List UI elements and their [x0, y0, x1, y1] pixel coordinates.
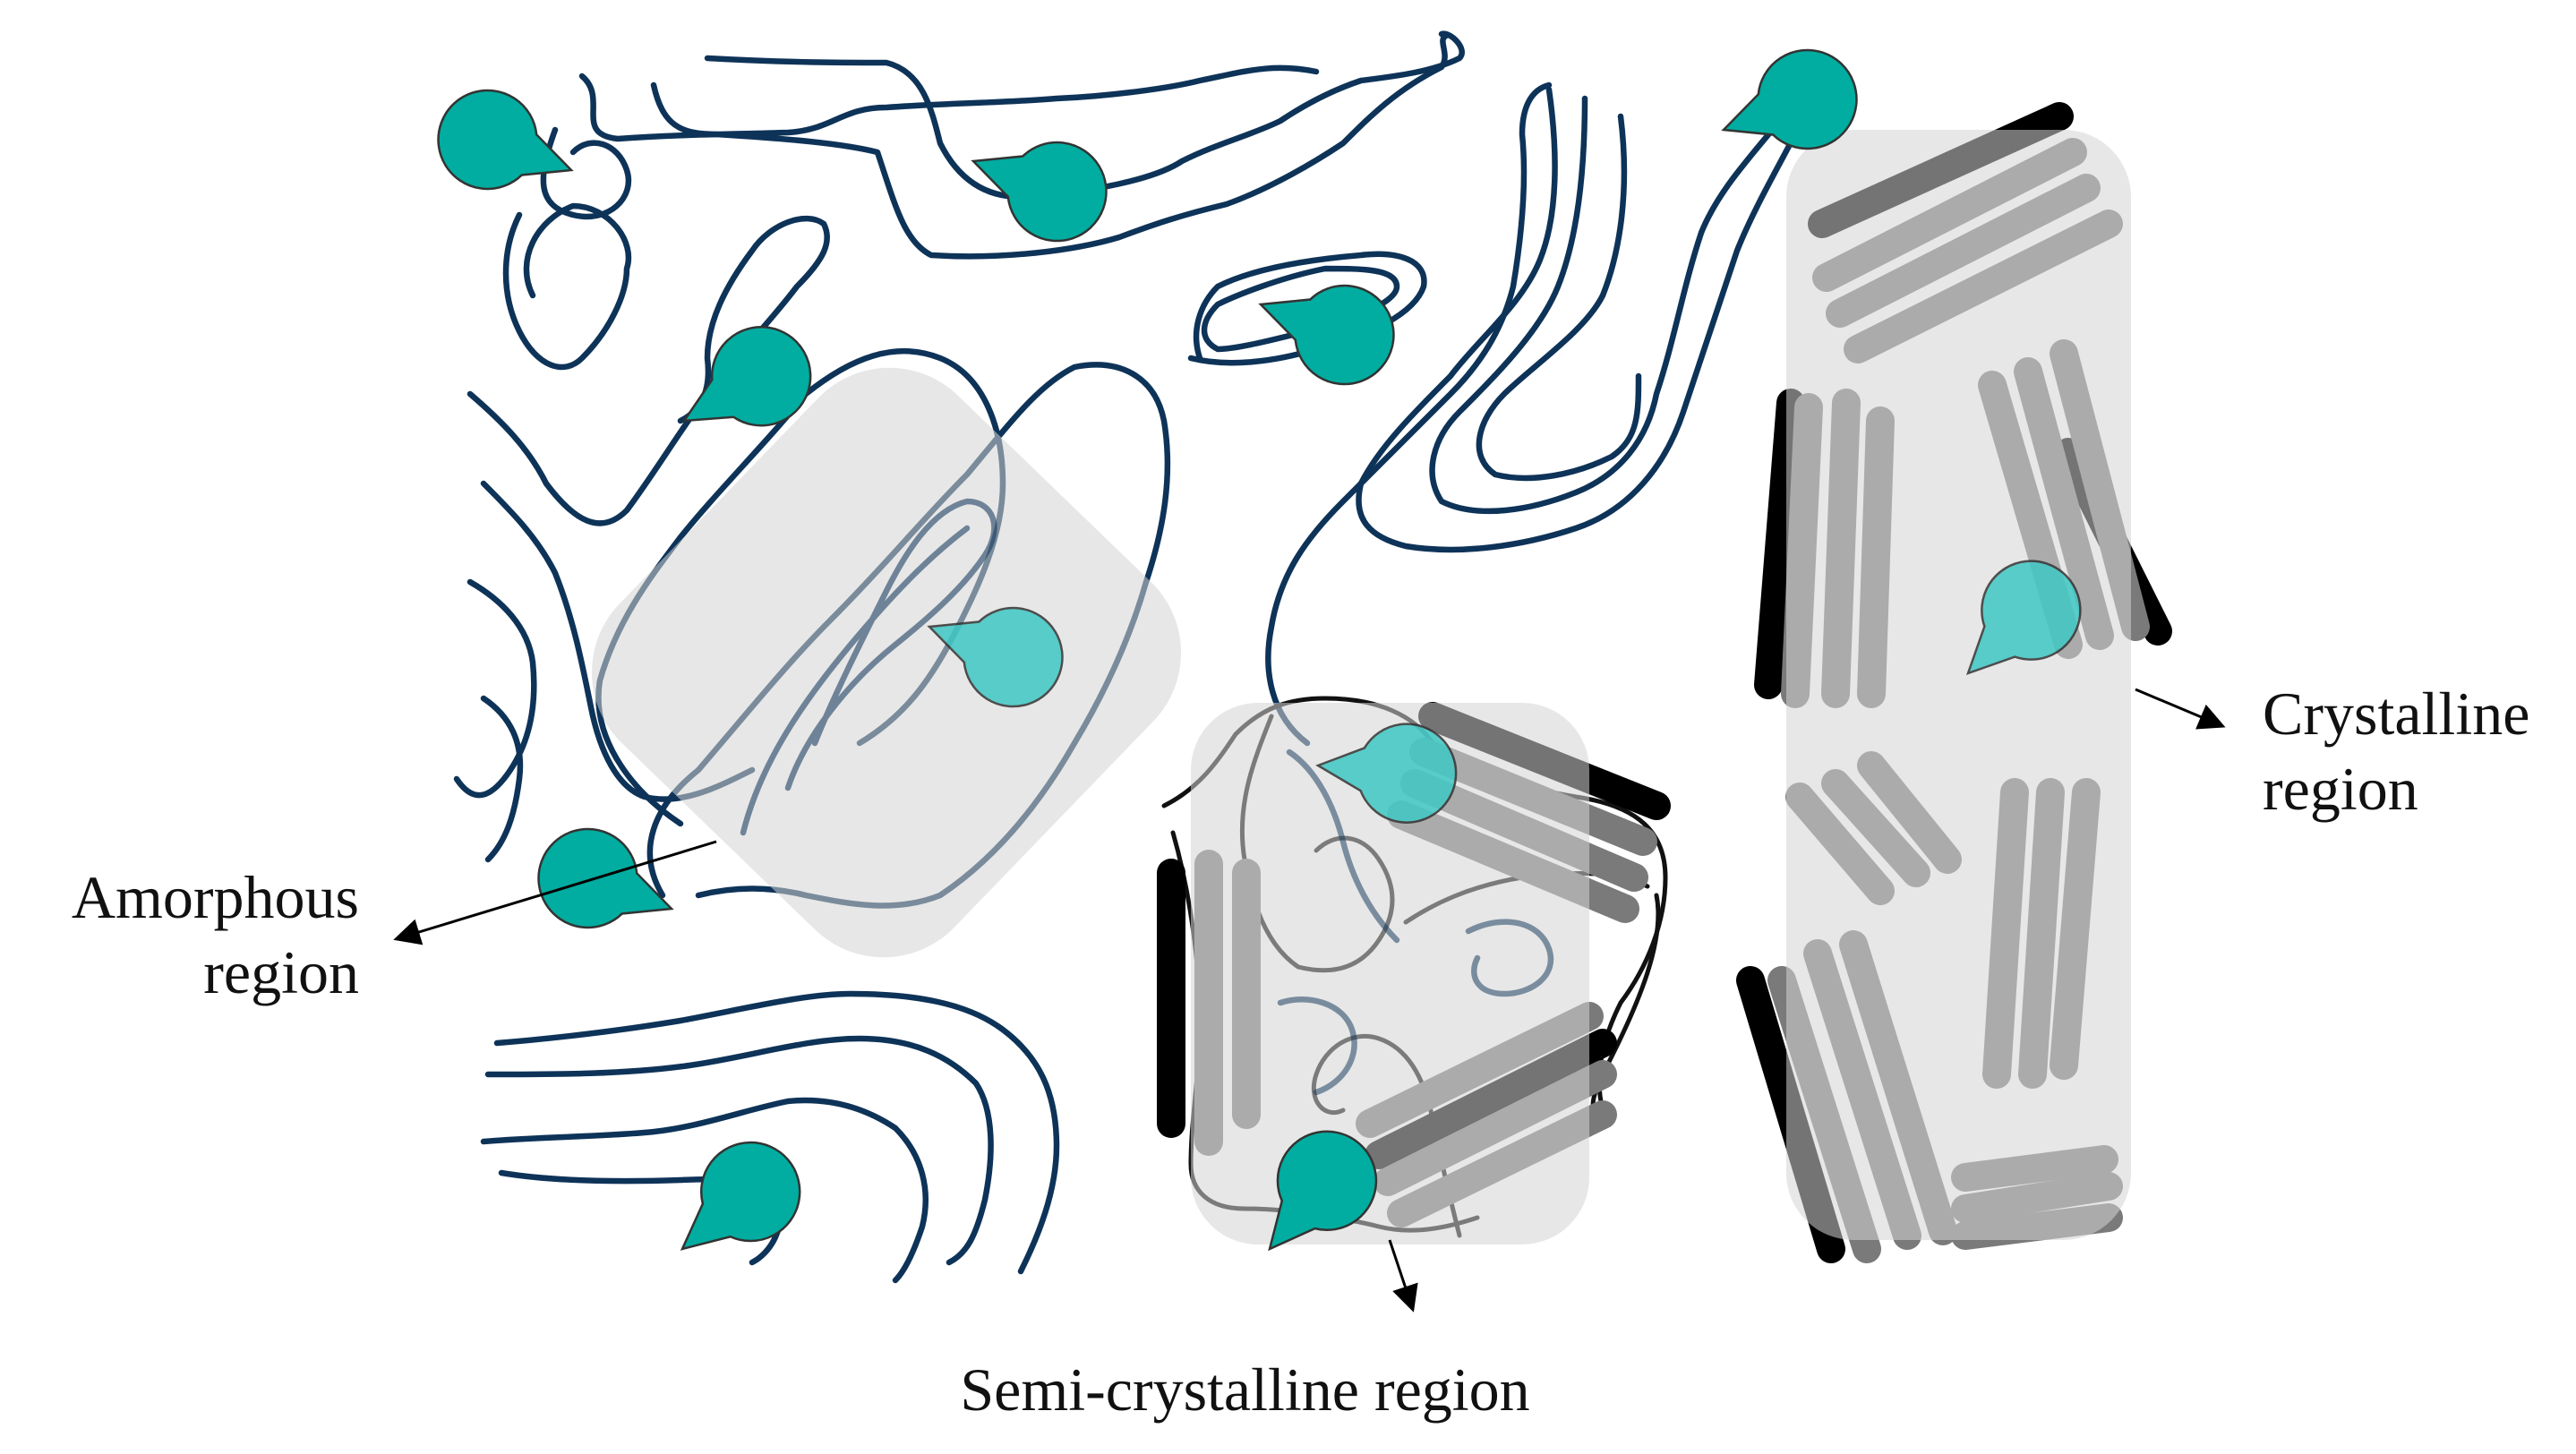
pac-man-enzyme-icon — [1721, 48, 1858, 150]
chain-left-1 — [540, 126, 632, 220]
pac-man-enzyme-icon — [1315, 723, 1458, 824]
pac-man-enzyme-icon — [1258, 284, 1395, 386]
chain-right-mid — [1265, 81, 1553, 747]
pac-man-enzyme-icon — [681, 326, 812, 427]
crystalline-region-label: Crystalline region — [2263, 676, 2529, 826]
semicrystalline-label-text: Semi-crystalline region — [960, 1356, 1530, 1424]
chain-top-1 — [578, 64, 1320, 142]
chain-left-4 — [480, 480, 756, 802]
chain-left-5 — [453, 578, 537, 799]
pac-man-enzyme-icon — [437, 89, 574, 191]
pac-man-enzyme-icon — [971, 141, 1108, 243]
chain-left-3 — [466, 215, 830, 526]
chain-bottom-3 — [480, 1097, 929, 1284]
semicrystalline-arrow — [1388, 1239, 1418, 1313]
chain-bottom-1 — [493, 990, 1060, 1275]
amorphous-label-line1: Amorphous — [71, 863, 359, 931]
pac-man-enzyme-icon — [927, 606, 1064, 708]
amorphous-label-line2: region — [203, 938, 359, 1006]
pac-man-enzyme-icon — [680, 1141, 801, 1251]
chain-right-loop-1 — [1356, 86, 1803, 553]
crystalline-label-line2: region — [2263, 755, 2418, 823]
chain-left-2 — [502, 202, 632, 371]
pac-man-enzyme-icon — [537, 827, 674, 929]
chain-left-6 — [480, 695, 524, 863]
amorphous-arrow — [393, 840, 717, 945]
chain-top-2 — [650, 32, 1450, 260]
semicrystalline-region — [1157, 696, 1671, 1244]
chain-right-loop-2 — [1429, 95, 1794, 515]
crystalline-label-line1: Crystalline — [2263, 680, 2530, 748]
amorphous-region-overlay — [591, 367, 1182, 958]
chain-bottom-2 — [484, 1035, 994, 1266]
enzymes — [437, 48, 2082, 1252]
chain-right-loop-3 — [1476, 113, 1642, 482]
chain-top-3 — [704, 30, 1465, 201]
semicrystalline-region-label: Semi-crystalline region — [0, 1352, 2576, 1427]
crystalline-arrow — [2135, 688, 2226, 730]
crystalline-region — [1736, 102, 2172, 1263]
pac-man-enzyme-icon — [1268, 1130, 1378, 1252]
amorphous-region-label: Amorphous region — [23, 860, 359, 1010]
pac-man-enzyme-icon — [1965, 560, 2082, 676]
semicrystalline-region-overlay — [1191, 703, 1589, 1244]
amorphous-inner-chains — [740, 498, 997, 836]
crystalline-region-overlay — [1786, 130, 2131, 1240]
